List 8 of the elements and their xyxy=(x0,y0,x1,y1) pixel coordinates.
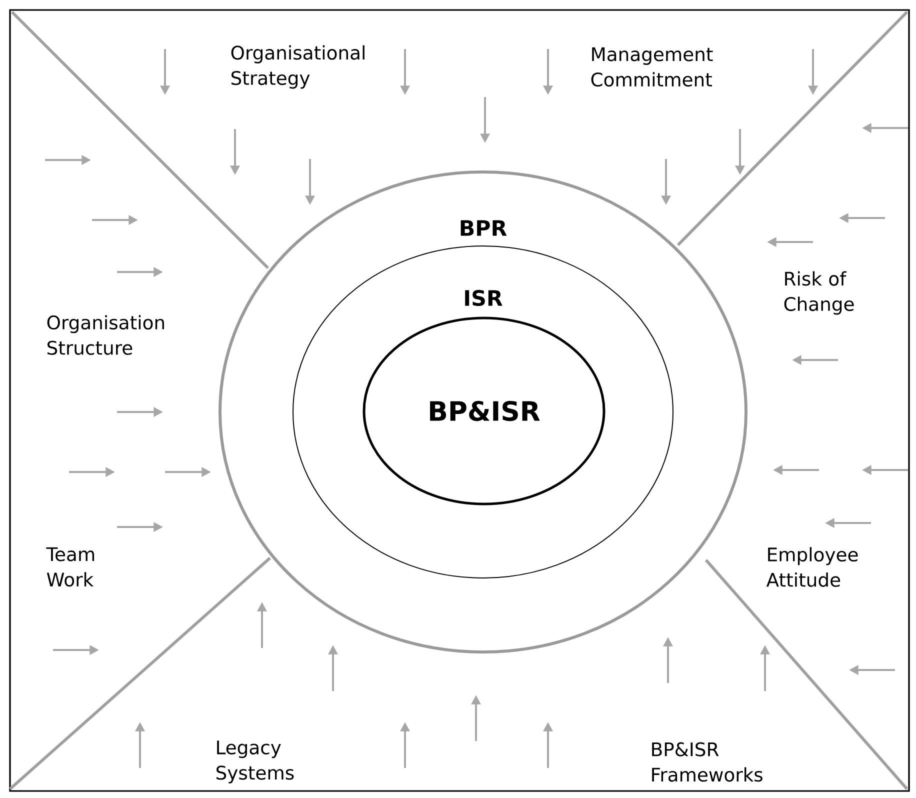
text-label: Risk of Change xyxy=(784,271,854,315)
text-label: Organisational Strategy xyxy=(231,45,364,89)
text-label: Legacy Systems xyxy=(216,740,294,784)
text-label: Organisation Structure xyxy=(47,315,164,355)
text-label: BP&ISR Frameworks xyxy=(652,742,762,782)
text-label: Team Work xyxy=(46,547,94,587)
text-label: Management Commitment xyxy=(591,47,713,87)
text-label: Employee Attitude xyxy=(766,547,858,587)
